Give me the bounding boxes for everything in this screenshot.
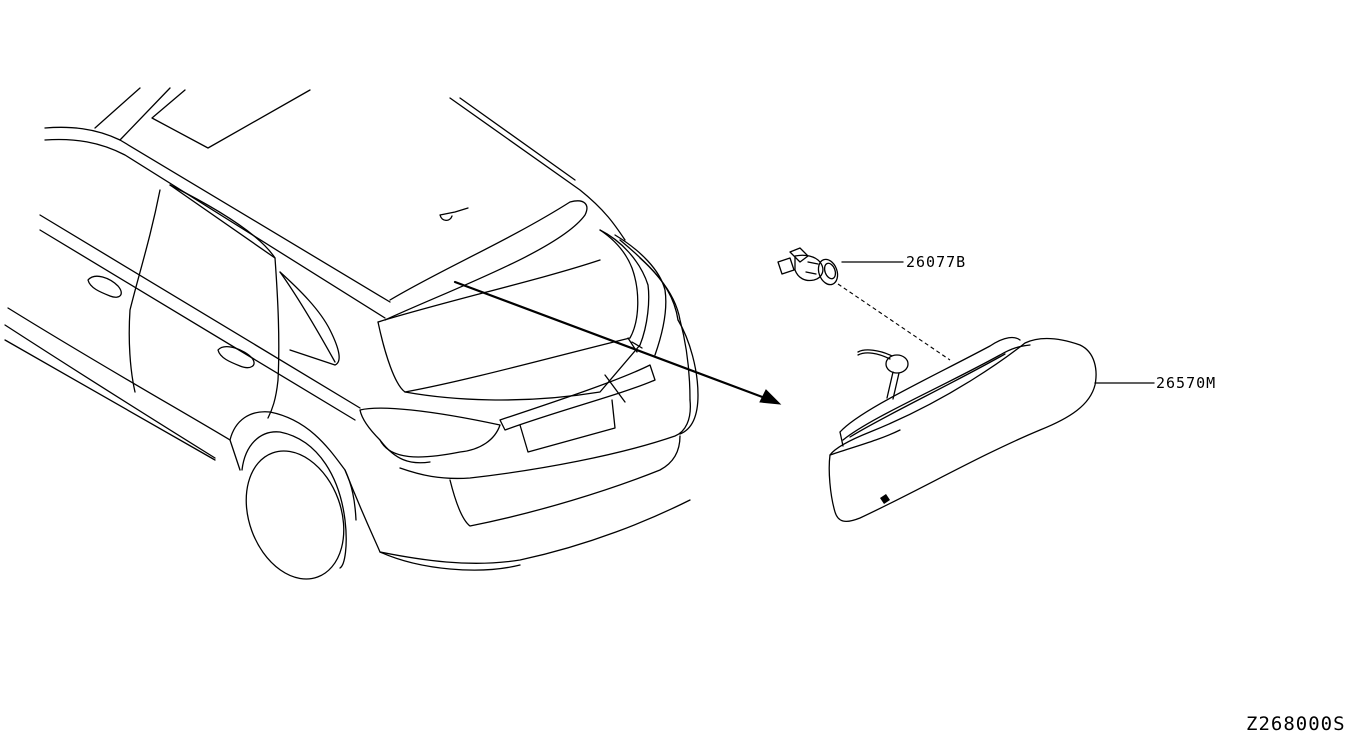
part-label-26077B: 26077B (906, 253, 966, 271)
stop-lamp-illustration (828, 336, 1097, 523)
vehicle-illustration (4, 87, 699, 580)
part-label-26570M: 26570M (1156, 374, 1216, 392)
diagram-code: Z268000S (1246, 713, 1346, 735)
arrow-head-icon (759, 389, 782, 405)
callout-arrow (453, 280, 782, 405)
bulb-socket-illustration (777, 247, 839, 286)
